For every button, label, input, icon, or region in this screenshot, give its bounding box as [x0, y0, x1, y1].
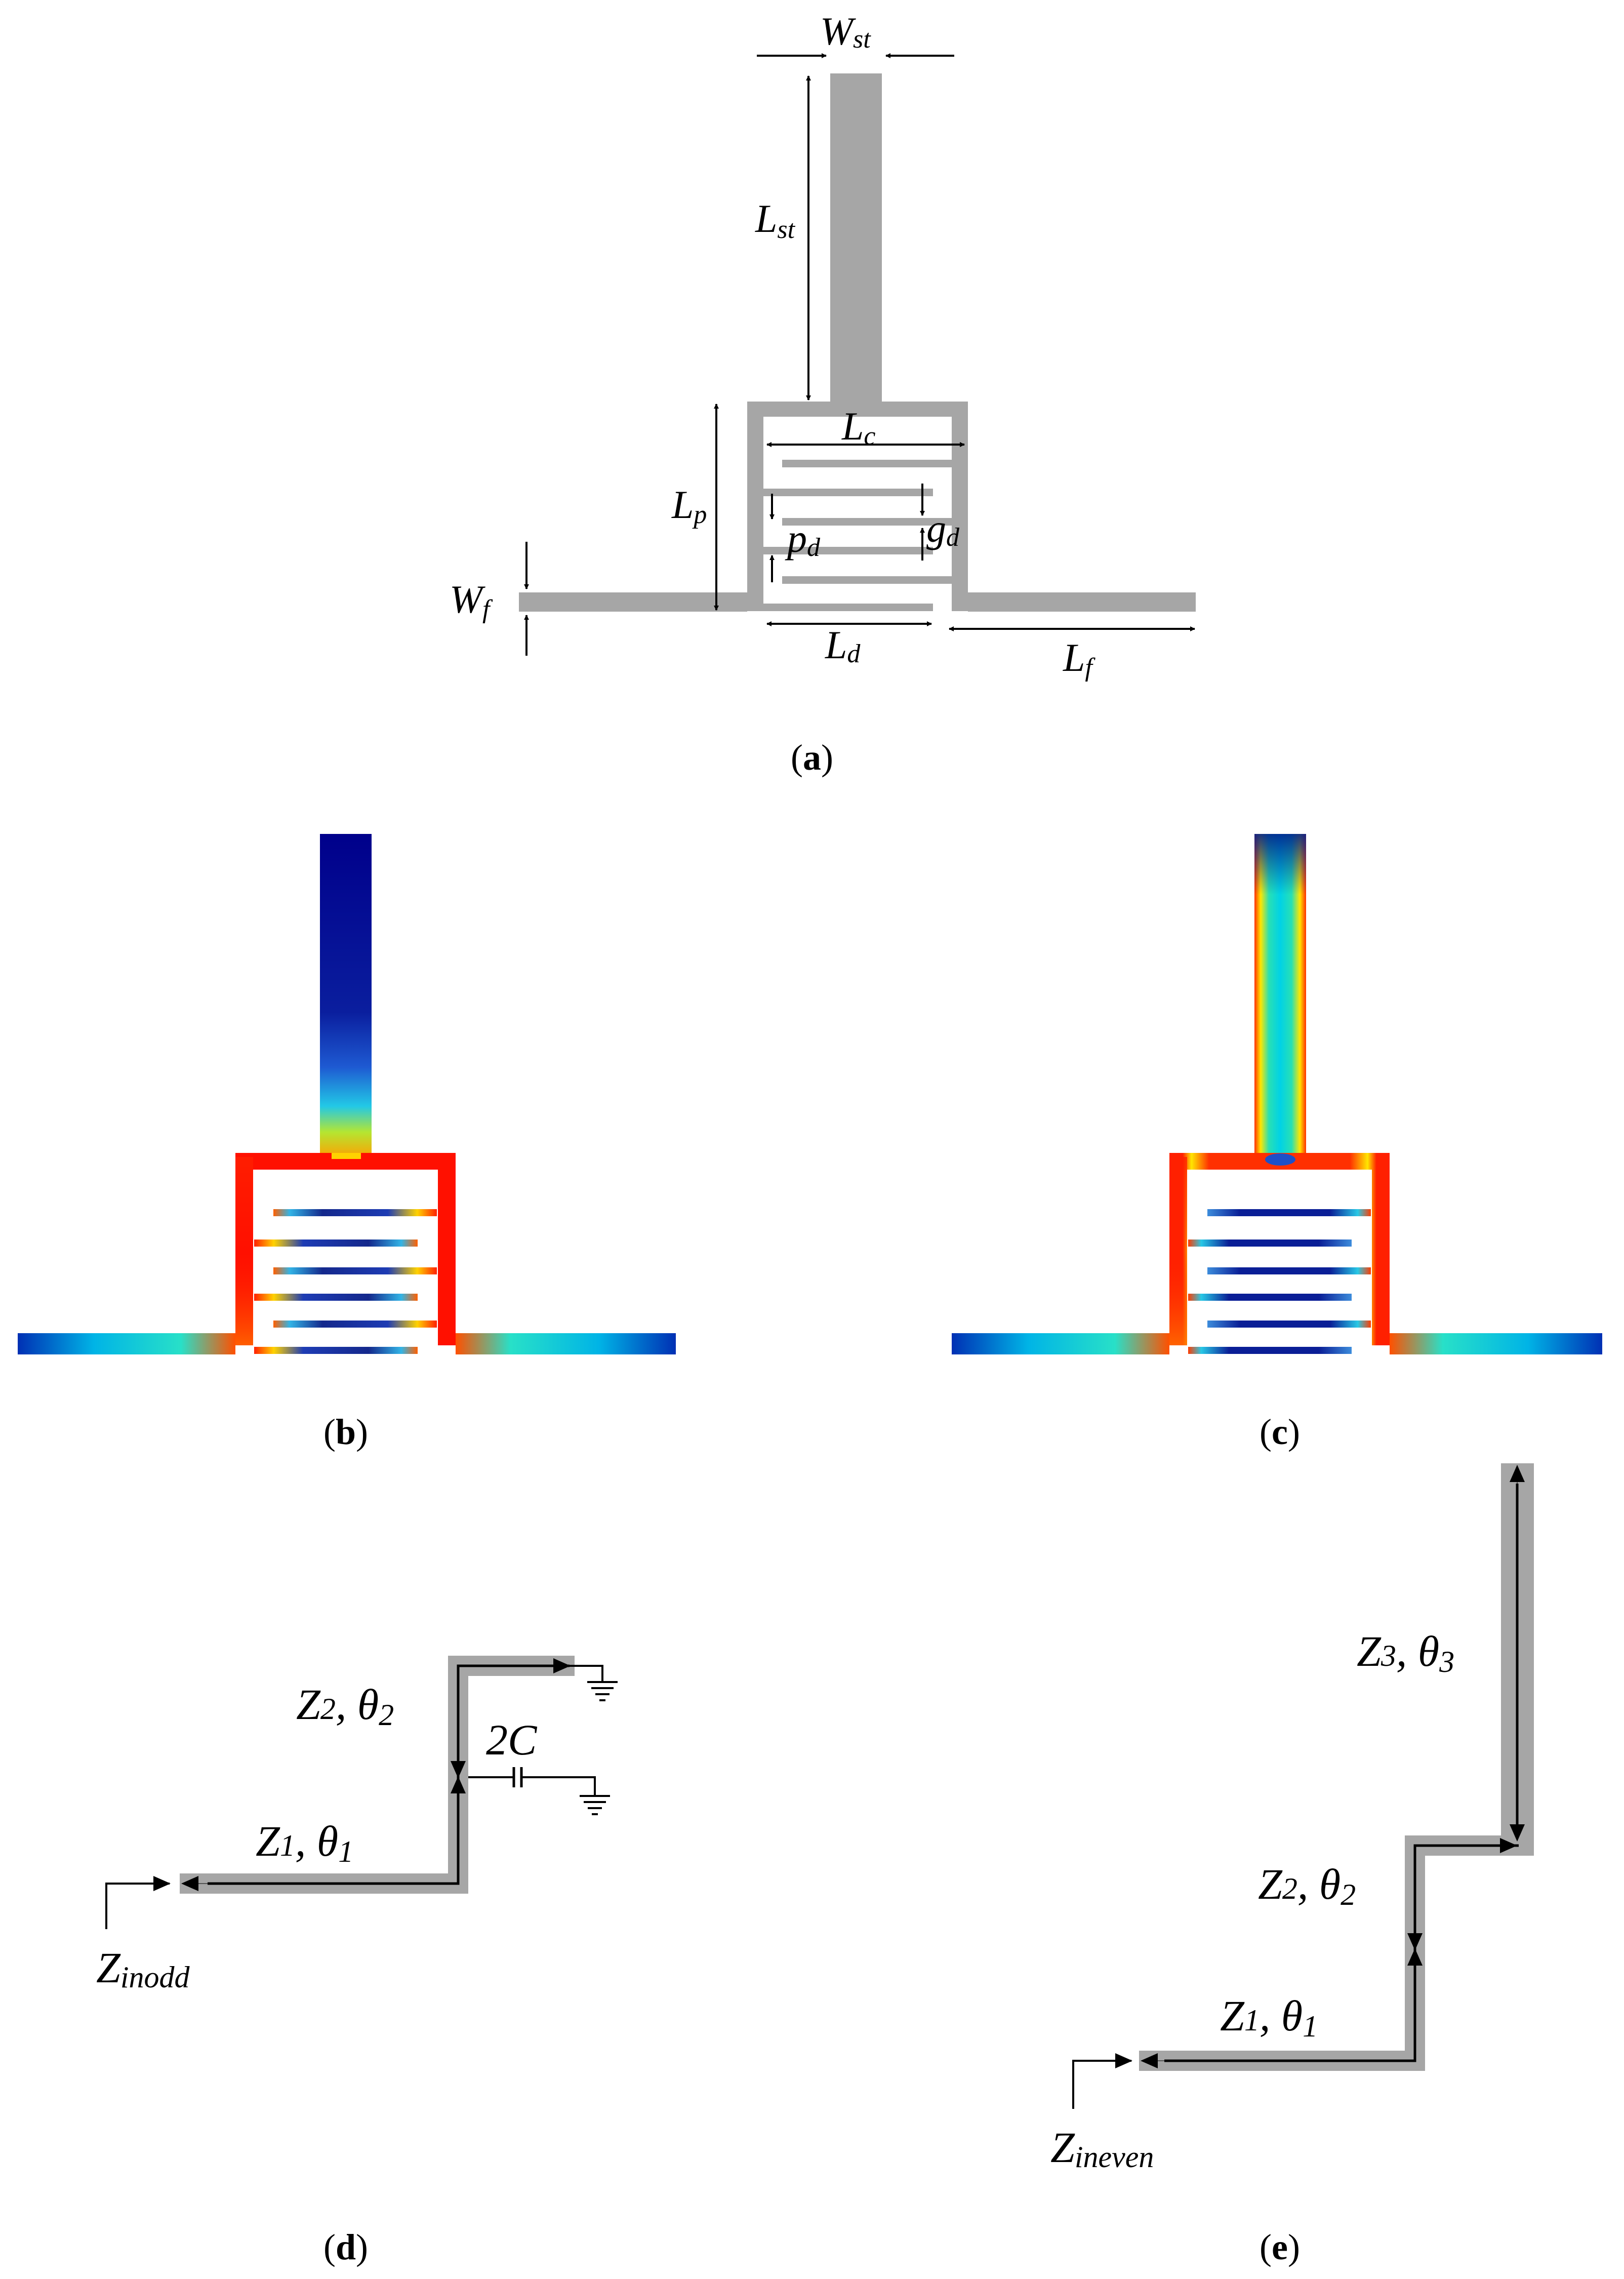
label-l-c: Lc [841, 404, 875, 451]
feed-right-field [1390, 1333, 1602, 1354]
label-g-d: gd [926, 506, 960, 552]
finger-field [1188, 1347, 1352, 1354]
cap-wire-right [521, 1776, 596, 1795]
caption-d: (d) [323, 2227, 368, 2267]
input-port-wire [105, 1883, 134, 1929]
feed-right-field [456, 1333, 676, 1354]
frame-field [235, 1153, 456, 1345]
feed-left-field [18, 1333, 235, 1354]
label-l-p: Lp [671, 483, 707, 529]
feed-line-right [968, 592, 1196, 612]
frame-field [1169, 1153, 1390, 1345]
panel-e-even-mode-circuit: Z3, θ3 Z2, θ2 Z1, θ1 Zineven (e) [1050, 1463, 1534, 2267]
finger-field [1207, 1209, 1371, 1216]
stub-field [320, 834, 372, 1158]
frame-edge-shade [1169, 1157, 1187, 1345]
label-l-f: Lf [1063, 635, 1095, 682]
open-stub [830, 73, 882, 403]
finger-field [254, 1347, 418, 1354]
capacitor-finger [782, 518, 952, 526]
finger-field [1188, 1294, 1352, 1301]
label-z2-theta2: Z2, θ2 [1258, 1860, 1356, 1911]
capacitor-finger [763, 547, 933, 554]
capacitor-finger [782, 576, 952, 584]
caption-a: (a) [791, 737, 833, 778]
finger-field [254, 1240, 418, 1247]
panel-c-field-even: (c) [952, 834, 1602, 1452]
stub-top-shade [1254, 834, 1306, 895]
finger-field [273, 1321, 437, 1328]
label-l-st: Lst [755, 196, 796, 244]
short-wire [570, 1665, 603, 1681]
capacitor-finger [782, 460, 952, 467]
capacitor-finger [763, 604, 933, 611]
label-2c: 2C [486, 1715, 538, 1764]
panel-d-odd-mode-circuit: Z2, θ2 2C Z1, θ1 Zinodd (d) [96, 1656, 618, 2267]
finger-field [1207, 1321, 1371, 1328]
finger-field [1207, 1267, 1371, 1274]
input-port-wire [1072, 2060, 1099, 2109]
capacitor-finger [763, 489, 933, 496]
stub-junction [332, 1153, 361, 1159]
finger-field [254, 1294, 418, 1301]
caption-c: (c) [1260, 1412, 1300, 1452]
label-zin-even: Zineven [1050, 2123, 1154, 2174]
label-l-d: Ld [825, 623, 861, 668]
label-z1-theta1: Z1, θ1 [256, 1817, 353, 1868]
frame-edge-shade [235, 1157, 253, 1345]
label-w-f: Wf [450, 577, 493, 624]
label-zin-odd: Zinodd [96, 1943, 190, 1994]
caption-b: (b) [323, 1412, 368, 1452]
label-z3-theta3: Z3, θ3 [1357, 1627, 1454, 1678]
finger-field [273, 1209, 437, 1216]
label-z1-theta1: Z1, θ1 [1220, 1991, 1318, 2043]
feed-left-field [952, 1333, 1169, 1354]
finger-field [1188, 1240, 1352, 1247]
label-p-d: pd [785, 516, 821, 562]
panel-b-field-odd: (b) [18, 834, 676, 1452]
panel-a-layout: Wst Lst Lc Lp pd gd Wf Ld Lf (a) [450, 9, 1196, 778]
caption-e: (e) [1260, 2227, 1300, 2267]
label-w-st: Wst [820, 9, 871, 54]
stub-junction [1265, 1153, 1295, 1166]
finger-field [273, 1267, 437, 1274]
label-z2-theta2: Z2, θ2 [296, 1680, 394, 1732]
feed-line-left [519, 592, 747, 612]
